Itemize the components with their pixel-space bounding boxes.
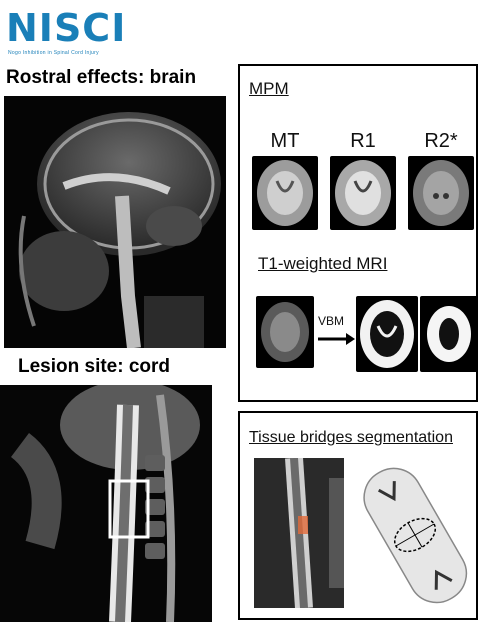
cord-heading: Lesion site: cord — [18, 356, 171, 377]
map-label-mt: MT — [270, 130, 300, 152]
mpm-title: MPM — [249, 79, 289, 98]
lesion-highlight-box — [108, 479, 150, 539]
logo-text: NISCI — [6, 6, 127, 50]
brain-heading: Rostral effects: brain — [6, 67, 197, 88]
mt-map-image — [252, 156, 318, 230]
t1-brain-image — [256, 296, 314, 368]
white-matter-segmentation — [420, 296, 478, 372]
arrow-right-icon — [318, 333, 355, 345]
gray-matter-segmentation — [356, 296, 418, 372]
sagittal-cord-scan — [0, 385, 212, 622]
logo-subtitle: Nogo Inhibition in Spinal Cord Injury — [8, 50, 99, 56]
vbm-label: VBM — [318, 314, 345, 328]
cord-cylinder-schematic — [356, 453, 474, 618]
tissue-bridges-title: Tissue bridges segmentation — [249, 429, 453, 446]
t1-title: T1-weighted MRI — [258, 254, 388, 273]
map-label-r2star: R2* — [424, 130, 458, 152]
nisci-logo: NISCI Nogo Inhibition in Spinal Cord Inj… — [6, 6, 126, 62]
mpm-panel: MPM MT R1 R2* T1-weighted MRI VBM — [238, 64, 478, 402]
cord-lesion-crop — [254, 458, 344, 608]
r1-map-image — [330, 156, 396, 230]
sagittal-brain-scan — [4, 96, 226, 348]
r2star-map-image — [408, 156, 474, 230]
tissue-bridges-panel: Tissue bridges segmentation — [238, 411, 478, 620]
map-label-r1: R1 — [350, 130, 376, 152]
